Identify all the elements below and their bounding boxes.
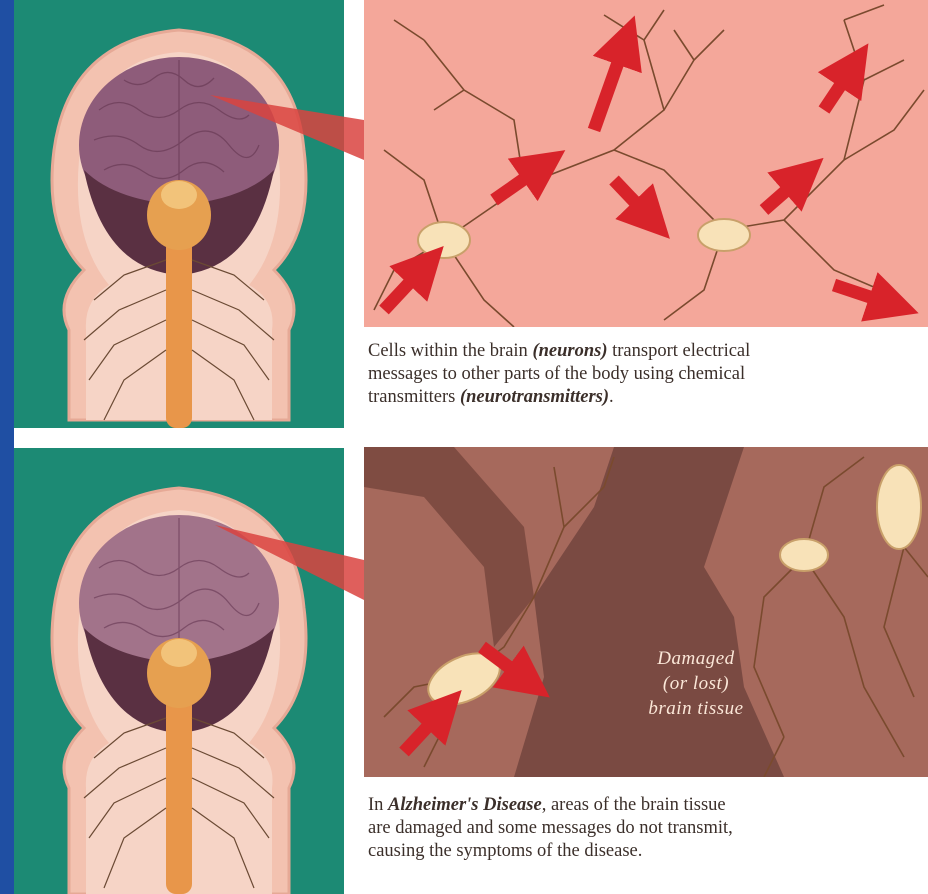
alzheimers-head-illustration [14,448,344,894]
damaged-tissue-label: Damaged (or lost) brain tissue [596,646,796,721]
caption-text: transport electrical [608,341,751,361]
healthy-caption-line2: messages to other parts of the body usin… [368,363,928,386]
caption-text: . [609,387,614,407]
caption-text: Cells within the brain [368,341,532,361]
alzheimers-caption-line2: are damaged and some messages do not tra… [368,817,928,840]
alzheimers-caption-line1: In Alzheimer's Disease, areas of the bra… [368,794,928,817]
damaged-label-line3: brain tissue [596,696,796,721]
healthy-neurons-panel [364,0,928,327]
alzheimers-caption-line3: causing the symptoms of the disease. [368,840,928,863]
caption-term-neurotransmitters: (neurotransmitters) [460,387,609,407]
caption-term-alzheimers: Alzheimer's Disease [388,795,542,815]
caption-text: transmitters [368,387,460,407]
caption-term-neurons: (neurons) [532,341,607,361]
healthy-neurons-graphic [364,0,928,327]
healthy-head-graphic [14,0,344,428]
alzheimers-caption: In Alzheimer's Disease, areas of the bra… [368,794,928,863]
caption-text: In [368,795,388,815]
damaged-label-line2: (or lost) [596,671,796,696]
damaged-neurons-panel [364,447,928,777]
healthy-head-illustration [14,0,344,428]
alzheimers-head-graphic [14,448,344,894]
healthy-caption-line1: Cells within the brain (neurons) transpo… [368,340,928,363]
healthy-caption: Cells within the brain (neurons) transpo… [368,340,928,409]
damaged-label-line1: Damaged [596,646,796,671]
damaged-neurons-graphic [364,447,928,777]
healthy-caption-line3: transmitters (neurotransmitters). [368,386,928,409]
caption-text: , areas of the brain tissue [542,795,726,815]
